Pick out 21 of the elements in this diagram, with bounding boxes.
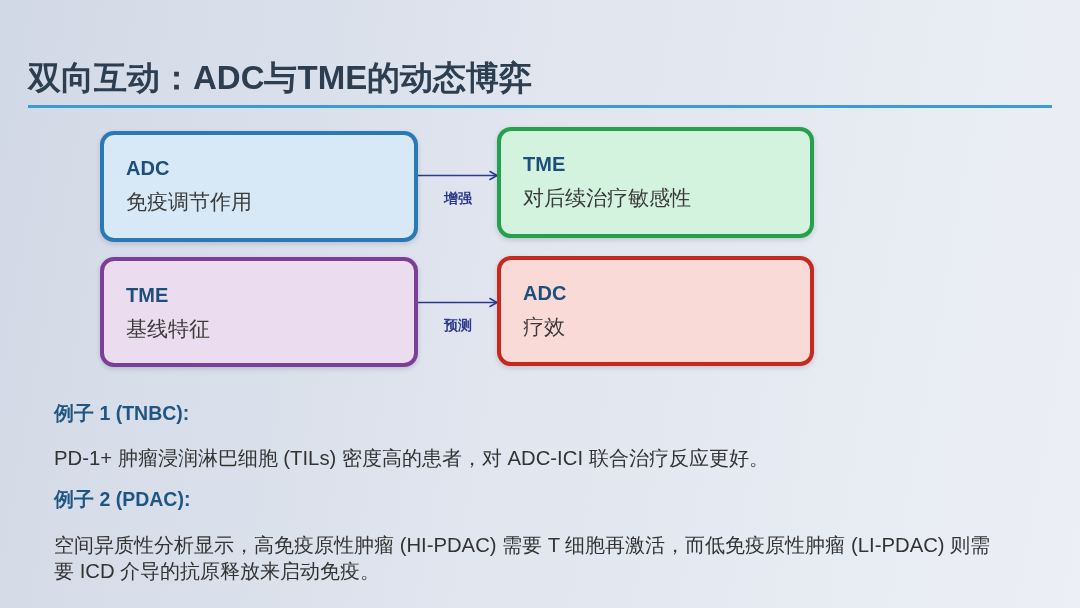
- concept-box: [100, 131, 418, 242]
- arrow: [417, 297, 498, 308]
- heading: TME: [523, 152, 567, 176]
- description: 免疫调节作用: [126, 189, 253, 215]
- description: 疗效: [523, 314, 566, 340]
- concept-box: [497, 256, 814, 366]
- arrow: [417, 170, 498, 181]
- example-heading: 例子 2 (PDAC):: [54, 487, 191, 511]
- concept-box: [100, 257, 418, 367]
- paragraph: PD-1+ 肿瘤浸润淋巴细胞 (TILs) 密度高的患者，对 ADC-ICI 联合治疗反应更好。: [54, 446, 769, 470]
- description: 对后续治疗敏感性: [523, 185, 692, 211]
- description: 基线特征: [126, 316, 211, 342]
- slide-title: 双向互动：ADC与TME的动态博弈: [28, 58, 533, 98]
- heading: ADC: [126, 156, 171, 180]
- heading: TME: [126, 283, 170, 307]
- example-heading: 例子 1 (TNBC):: [54, 401, 190, 425]
- concept-box: [497, 127, 814, 238]
- edge-label: 增强: [443, 189, 472, 207]
- heading: ADC: [523, 281, 568, 305]
- paragraph: 空间异质性分析显示，高免疫原性肿瘤 (HI-PDAC) 需要 T 细胞再激活，而低免疫原性肿瘤 (LI-PDAC) 则需要 ICD 介导的抗原释放来启动免疫。: [54, 533, 992, 584]
- edge-label: 预测: [443, 316, 472, 334]
